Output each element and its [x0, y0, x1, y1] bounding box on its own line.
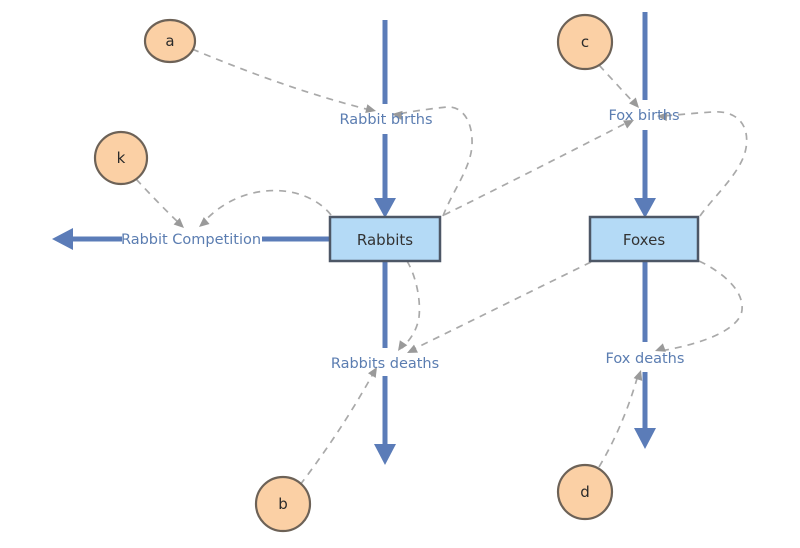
link-rabbits-to-rabbits-deaths[interactable]: [401, 260, 421, 349]
link-c-to-fox-births[interactable]: [598, 64, 636, 105]
param-a-circle[interactable]: [143, 18, 197, 64]
flow-label-fox-deaths[interactable]: Fox deaths: [606, 351, 685, 367]
flow-pipes: [52, 12, 656, 465]
stock-rabbits-label[interactable]: Rabbits: [357, 231, 413, 249]
link-rabbits-to-rabbit-competition[interactable]: [201, 189, 332, 225]
link-foxes-to-fox-births[interactable]: [662, 111, 748, 217]
param-k-circle[interactable]: [93, 130, 149, 186]
param-d-circle[interactable]: [556, 463, 614, 521]
link-d-to-fox-deaths[interactable]: [598, 374, 639, 468]
link-arrowhead-icon: [199, 217, 210, 227]
stock-rabbits[interactable]: Rabbits: [328, 215, 442, 263]
link-arrowhead-icon: [367, 367, 377, 378]
link-arrowhead-icon: [398, 340, 408, 351]
flow-label-rabbits-deaths[interactable]: Rabbits deaths: [331, 356, 439, 372]
param-d-label[interactable]: d: [580, 483, 590, 501]
param-a-label[interactable]: a: [165, 32, 174, 50]
flow-label-fox-births[interactable]: Fox births: [608, 108, 679, 124]
param-b-circle[interactable]: [254, 475, 312, 533]
link-arrowhead-icon: [365, 104, 376, 113]
link-foxes-to-rabbits-deaths[interactable]: [411, 261, 592, 351]
flow-arrowhead-into-foxes-icon: [634, 198, 656, 218]
stock-foxes-label[interactable]: Foxes: [623, 231, 665, 249]
flow-labels: Rabbit births Rabbit Competition Rabbits…: [121, 108, 685, 372]
param-b-label[interactable]: b: [278, 495, 288, 513]
link-arrowhead-icon: [629, 97, 639, 108]
link-foxes-to-fox-deaths[interactable]: [659, 260, 743, 352]
flow-arrowhead-fox-deaths-icon: [634, 428, 656, 449]
stock-foxes[interactable]: Foxes: [588, 215, 700, 263]
stock-rabbits-box[interactable]: [328, 215, 442, 263]
param-c-circle[interactable]: [556, 13, 614, 71]
link-arrowhead-icon: [633, 370, 643, 381]
influence-links: [135, 48, 748, 486]
flow-label-rabbit-births[interactable]: Rabbit births: [340, 112, 433, 128]
link-b-to-rabbits-deaths[interactable]: [299, 371, 375, 486]
link-arrowhead-icon: [407, 344, 418, 353]
flow-arrowhead-into-rabbits-icon: [374, 198, 396, 218]
link-k-to-rabbit-competition[interactable]: [135, 178, 181, 225]
link-arrowhead-icon: [623, 120, 634, 129]
flow-arrowhead-rabbits-deaths-icon: [374, 444, 396, 465]
link-arrowhead-icon: [657, 112, 668, 122]
link-rabbits-to-fox-births[interactable]: [443, 120, 631, 216]
link-a-to-rabbit-births[interactable]: [191, 48, 371, 111]
param-k[interactable]: k: [93, 130, 149, 186]
flow-label-rabbit-competition[interactable]: Rabbit Competition: [121, 232, 261, 248]
stock-foxes-box[interactable]: [588, 215, 700, 263]
flow-arrowhead-competition-icon: [52, 228, 73, 250]
param-b[interactable]: b: [254, 475, 312, 533]
param-c[interactable]: c: [556, 13, 614, 71]
param-k-label[interactable]: k: [117, 149, 126, 167]
param-d[interactable]: d: [556, 463, 614, 521]
link-arrowhead-icon: [173, 217, 184, 228]
link-arrowhead-icon: [392, 110, 403, 120]
param-c-label[interactable]: c: [581, 33, 589, 51]
param-a[interactable]: a: [143, 18, 197, 64]
link-arrowhead-icon: [655, 343, 666, 352]
